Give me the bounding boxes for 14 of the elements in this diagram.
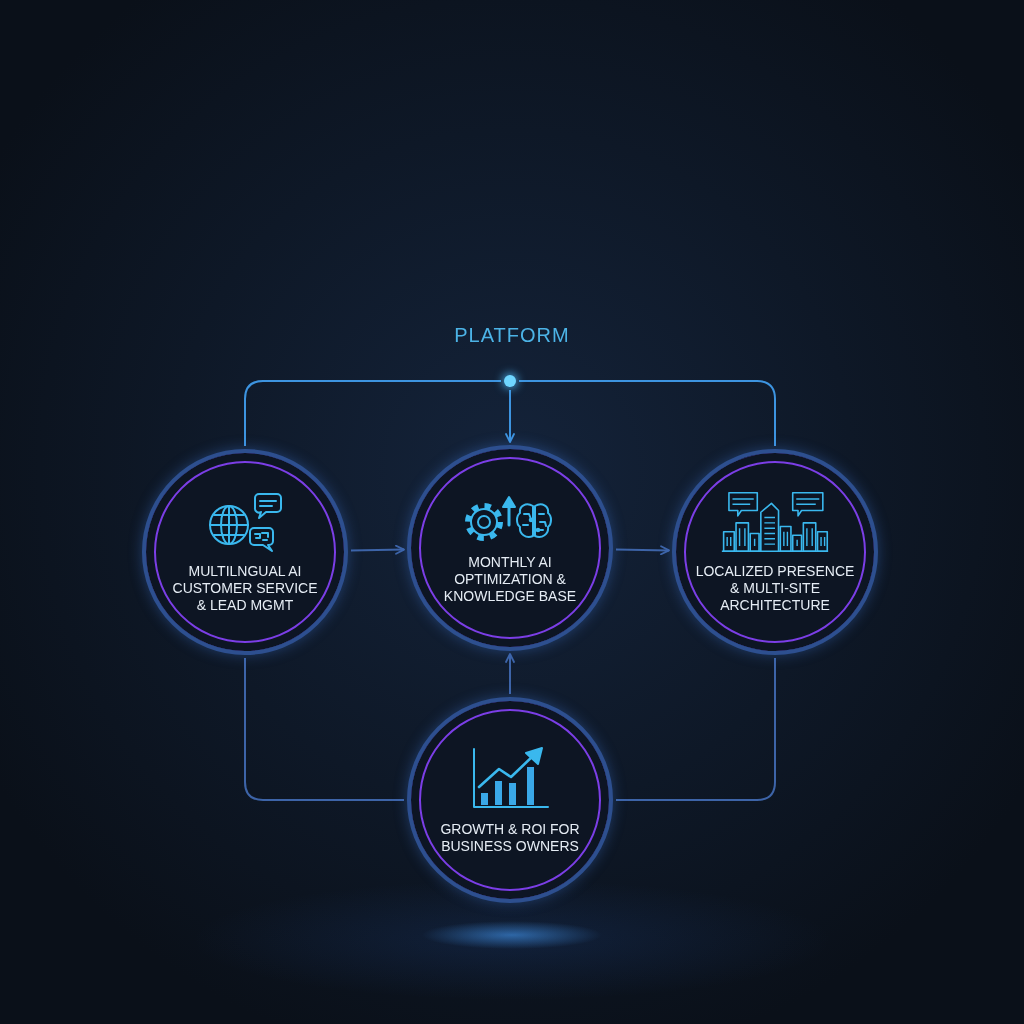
arrow [615, 545, 670, 556]
node-label: MONTHLY AI OPTIMIZATION & KNOWLEDGE BASE [442, 553, 578, 605]
node-label: MULTILNGUAL AI CUSTOMER SERVICE & LEAD MGMT [171, 562, 319, 614]
arrow [505, 653, 515, 695]
connector-line [244, 380, 502, 447]
title: PLATFORM [453, 324, 571, 347]
node-label: LOCALIZED PRESENCE & MULTI-SITE ARCHITECTURE [694, 562, 856, 614]
connector-line [615, 657, 776, 801]
junction-dot [504, 375, 516, 387]
arrow [505, 389, 515, 443]
connector-line [518, 380, 776, 447]
arrow [350, 544, 405, 555]
node-label: GROWTH & ROI FOR BUSINESS OWNERS [439, 821, 581, 855]
connector-line [244, 657, 405, 801]
